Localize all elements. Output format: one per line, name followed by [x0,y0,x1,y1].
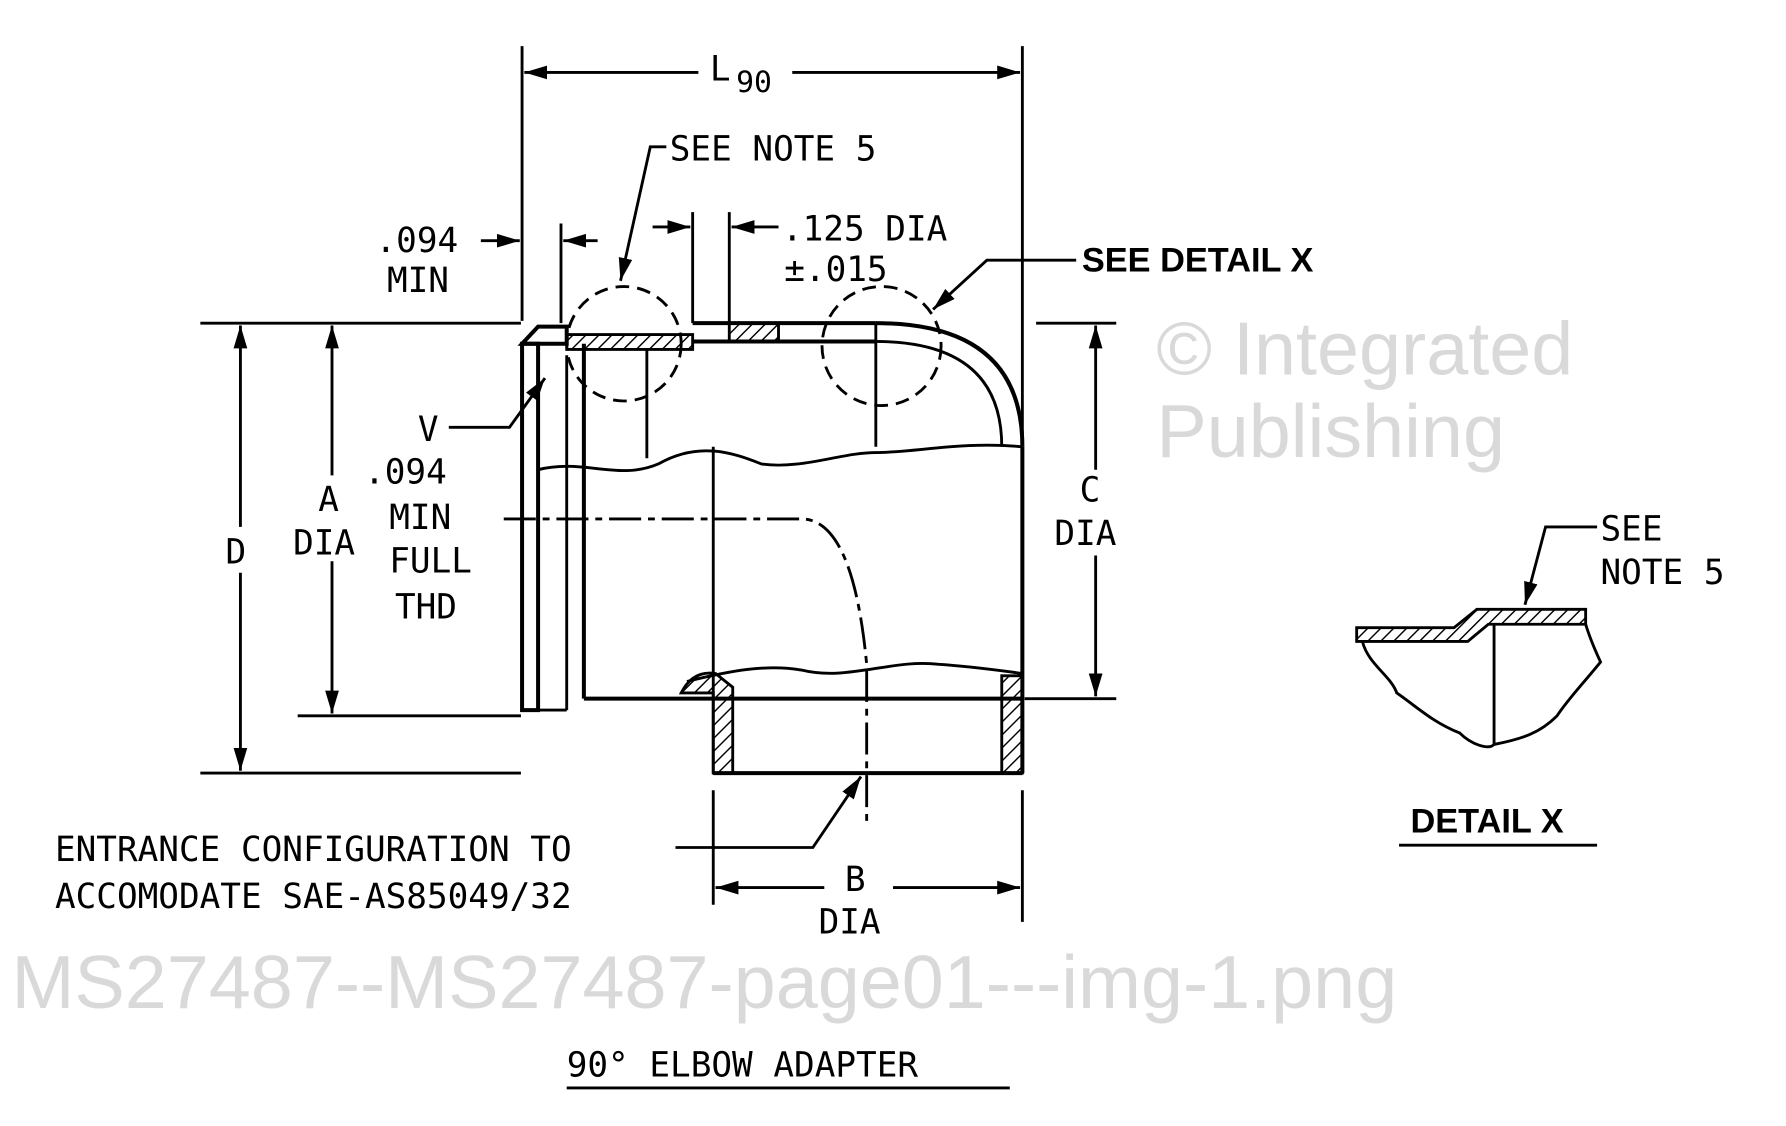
detail-note5-label: NOTE 5 [1601,553,1725,593]
b-dia-label: DIA [819,902,881,942]
watermark-line-1: © Integrated Publishing [1156,307,1574,474]
d-dimension: D [226,325,248,771]
c-dia-label: DIA [1054,514,1116,554]
v-label: V [418,410,439,450]
thread-full: FULL [389,542,472,582]
flange-thickness-value: .094 [376,221,459,261]
drawing-title-text: 90° ELBOW ADAPTER [567,1045,919,1085]
detail-x-view: SEE NOTE 5 DETAIL X [1355,510,1725,847]
flange-thickness-dimension: .094 MIN [376,221,598,324]
thread-thd: THD [395,588,457,628]
detail-see-label: SEE [1601,510,1663,550]
b-label: B [845,860,866,900]
elbow-body [517,321,1025,776]
flange-thickness-min: MIN [387,261,449,301]
centerline [503,517,869,825]
hole-dimension: .125 DIA ±.015 [652,210,948,324]
thread-min: MIN [389,498,451,538]
drawing-title: 90° ELBOW ADAPTER [566,1045,1010,1090]
watermark-line-2: MS27487--MS27487-page01---img-1.png [11,941,1397,1025]
note5-circle [565,285,683,403]
thread-note: .094 MIN FULL THD [364,452,472,627]
entrance-note: ENTRANCE CONFIGURATION TO ACCOMODATE SAE… [55,775,863,917]
hole-dia-label: .125 DIA [782,210,948,250]
watermark: © Integrated Publishing MS27487--MS27487… [11,307,1574,1025]
a-dimension: A DIA [293,325,355,714]
a-label: A [318,480,339,520]
d-label: D [226,533,247,573]
see-detail-x-label: SEE DETAIL X [1082,242,1314,280]
hole-tolerance-label: ±.015 [784,250,887,290]
b-dimension: B DIA [711,790,1024,942]
a-dia-label: DIA [293,523,355,563]
l90-dimension: L 90 [520,46,1024,447]
detail-x-circle [820,285,943,408]
entrance-note-line-1: ENTRANCE CONFIGURATION TO [55,830,572,870]
l90-subscript: 90 [736,65,772,100]
detail-x-title: DETAIL X [1410,803,1563,841]
c-dimension: C DIA [1054,325,1117,697]
entrance-note-line-2: ACCOMODATE SAE-AS85049/32 [55,877,572,917]
c-label: C [1080,471,1101,511]
see-note-5-callout: SEE NOTE 5 [618,130,877,282]
see-note-5-label: SEE NOTE 5 [670,130,877,170]
thread-value: .094 [364,452,447,492]
v-callout: V [418,377,547,450]
see-detail-x-callout: SEE DETAIL X [932,242,1314,311]
l90-label: L [710,49,731,89]
